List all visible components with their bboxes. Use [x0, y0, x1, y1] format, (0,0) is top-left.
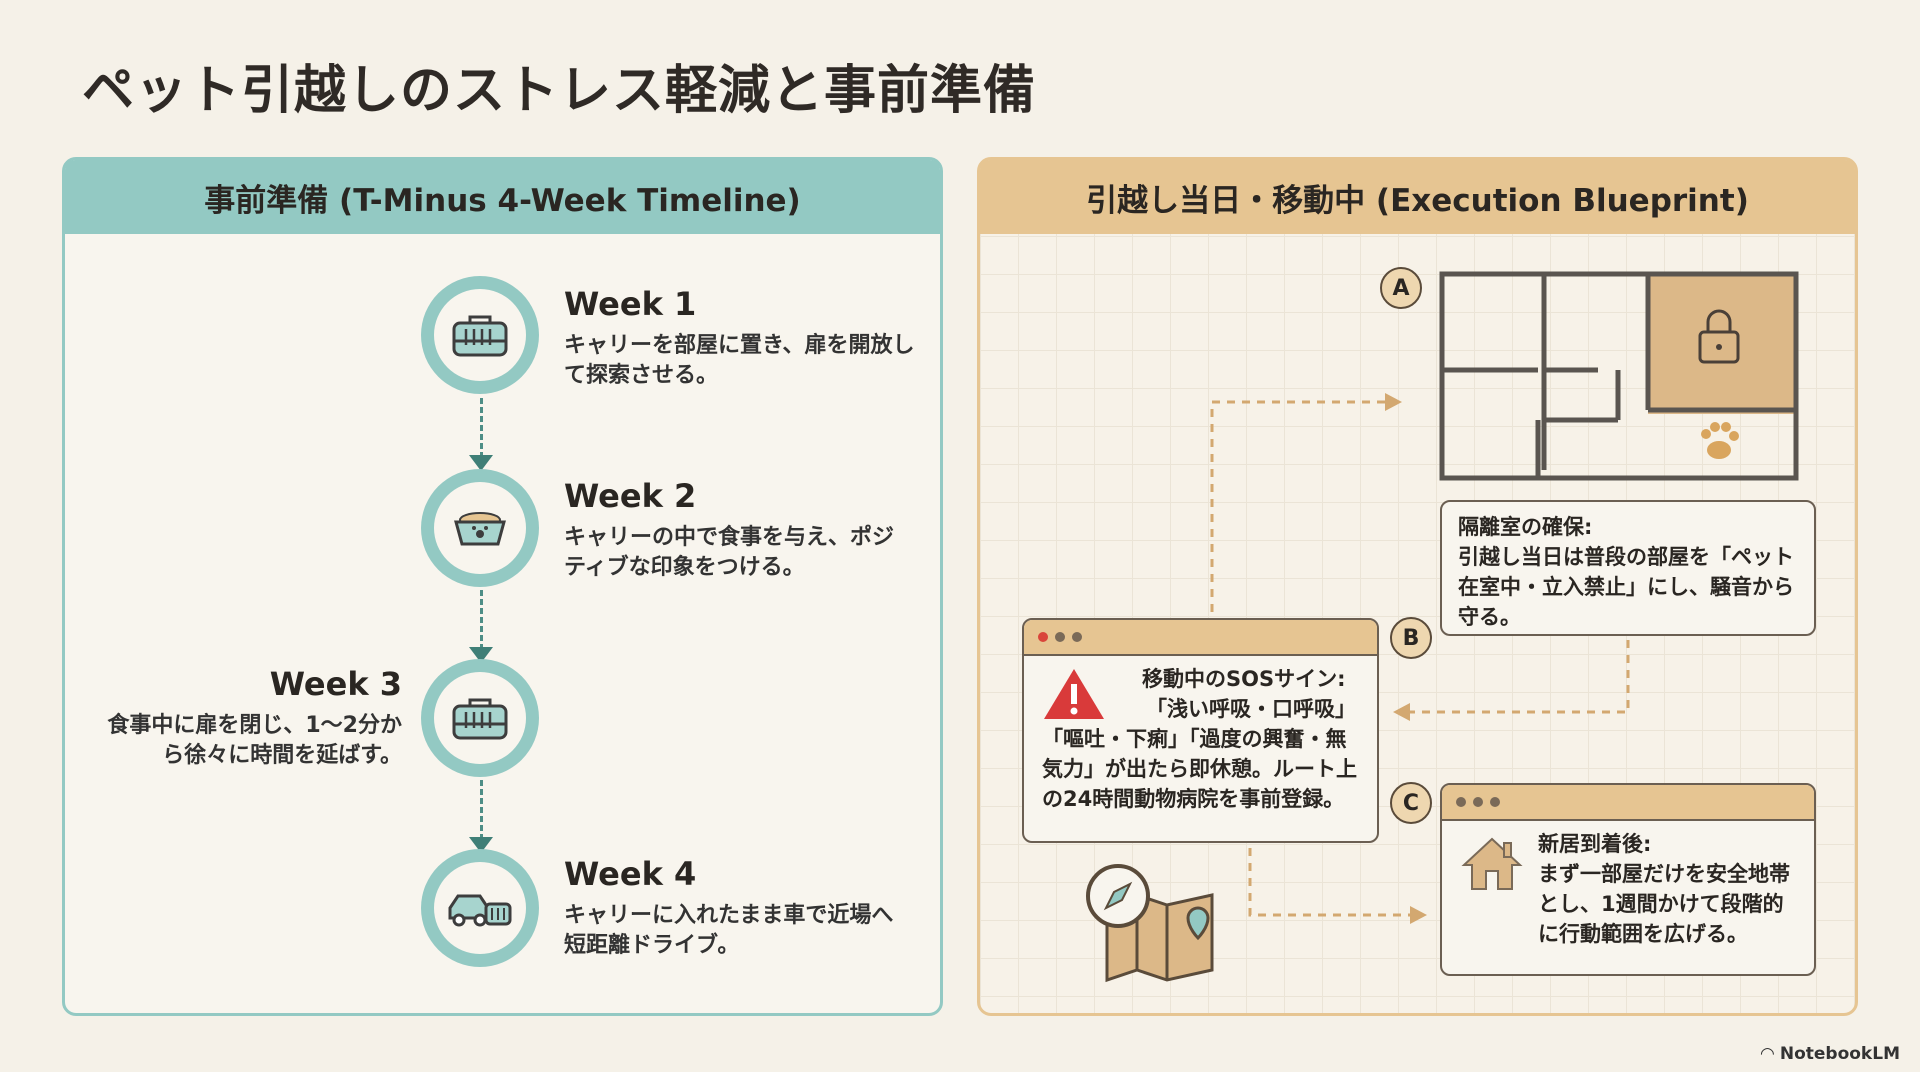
page-title: ペット引越しのストレス軽減と事前準備: [82, 61, 1037, 121]
isolation-room-card: 隔離室の確保: 引越し当日は普段の部屋を「ペット在室中・立入禁止」にし、騒音から…: [1440, 500, 1816, 636]
floor-plan: [1439, 271, 1799, 481]
arrival-window: 新居到着後: まず一部屋だけを安全地帯とし、1週間かけて段階的に行動範囲を広げる…: [1440, 783, 1816, 976]
lock-icon: [1698, 309, 1740, 364]
week4-node: [421, 849, 539, 967]
house-icon: [1461, 837, 1523, 890]
week3-node: [421, 659, 539, 777]
badge-c: C: [1390, 782, 1432, 824]
badge-a: A: [1380, 267, 1422, 309]
badge-b: B: [1390, 617, 1432, 659]
food-bowl-icon: [454, 512, 506, 546]
week2-node: [421, 469, 539, 587]
notebooklm-logo: ◠ NotebookLM: [1760, 1044, 1900, 1064]
car-carrier-icon: [448, 894, 512, 927]
map-compass-icon: [1086, 864, 1214, 983]
week1-node: [421, 276, 539, 394]
sos-window: 移動中のSOSサイン: 「浅い呼吸・口呼吸」 「嘔吐・下痢」「過度の興奮・無気力…: [1022, 618, 1379, 843]
warning-icon: [1044, 669, 1104, 719]
execution-header: 引越し当日・移動中 (Execution Blueprint): [980, 160, 1855, 234]
pet-carrier-icon: [452, 698, 508, 740]
paw-icon: [1701, 422, 1739, 459]
pet-carrier-icon: [452, 315, 508, 357]
timeline-header: 事前準備 (T-Minus 4-Week Timeline): [65, 160, 940, 234]
